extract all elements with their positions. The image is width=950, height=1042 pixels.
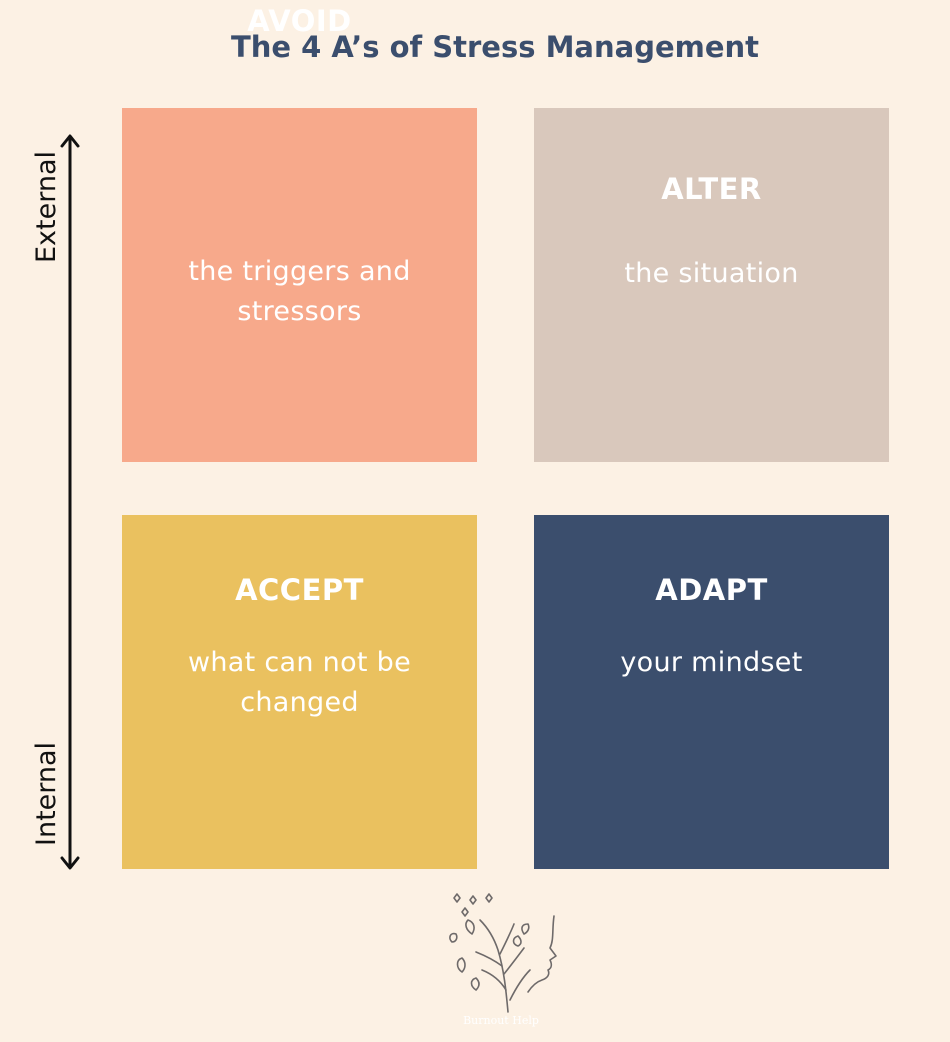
quadrant-heading: AVOID (247, 4, 352, 38)
quadrant-alter: ALTER the situation (534, 108, 889, 462)
axis-label-internal: Internal (31, 741, 62, 846)
axis-label-external: External (31, 150, 62, 263)
quadrant-avoid: AVOID the triggers and stressors (122, 4, 477, 462)
vertical-axis-arrow (60, 134, 80, 870)
quadrant-description: the triggers and stressors (188, 256, 411, 327)
quadrant-description: what can not be changed (187, 647, 412, 718)
page-title: The 4 A’s of Stress Management (230, 30, 760, 64)
quadrant-description: the situation (624, 258, 799, 289)
quadrant-adapt: ADAPT your mindset (534, 515, 889, 869)
quadrant-heading: ADAPT (655, 573, 768, 607)
quadrant-heading: ACCEPT (235, 573, 364, 607)
quadrant-description: your mindset (620, 647, 803, 678)
quadrant-heading: ALTER (661, 172, 762, 206)
quadrant-accept: ACCEPT what can not be changed (122, 515, 477, 869)
tree-face-logo-icon: Burnout Help (436, 890, 566, 1032)
logo-text: Burnout Help (463, 1014, 539, 1027)
